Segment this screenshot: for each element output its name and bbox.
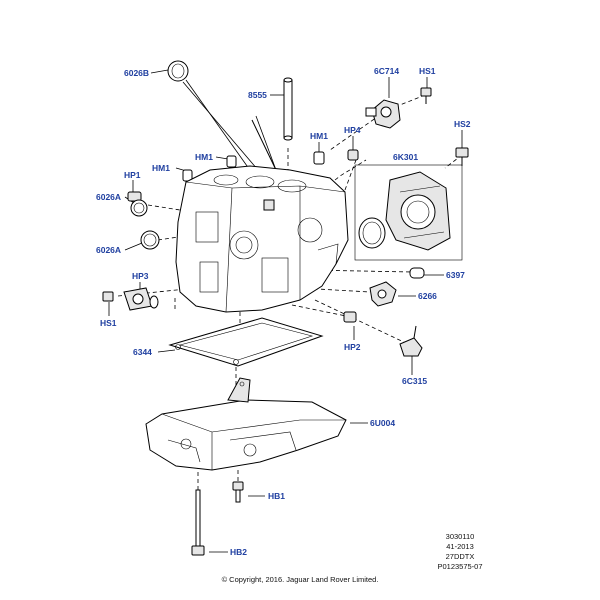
callout-HM1-mid1[interactable]: HM1 — [152, 163, 170, 173]
callout-6026A-top[interactable]: 6026A — [96, 192, 121, 202]
callout-HS2[interactable]: HS2 — [454, 119, 471, 129]
callout-6K301[interactable]: 6K301 — [393, 152, 418, 162]
drawing-reference-block: 3030110 41-2013 27DDTX P0123575-07 — [420, 532, 500, 572]
callout-HS1-top[interactable]: HS1 — [419, 66, 436, 76]
callout-HP2[interactable]: HP2 — [344, 342, 361, 352]
bolt-HS2[interactable] — [455, 147, 469, 166]
callout-6U004[interactable]: 6U004 — [370, 418, 395, 428]
cylinder-block[interactable] — [175, 165, 349, 313]
callout-HB1[interactable]: HB1 — [268, 491, 285, 501]
oil-pan-6U004[interactable] — [145, 377, 347, 471]
callout-HM1-mid2[interactable]: HM1 — [195, 152, 213, 162]
callout-HS1-left[interactable]: HS1 — [100, 318, 117, 328]
callout-HB2[interactable]: HB2 — [230, 547, 247, 557]
bolt-HS1-left[interactable] — [102, 291, 114, 302]
callout-labels: 6026B 8555 6C714 HS1 HP4 HS2 HM1 HM1 HM1… — [96, 66, 471, 557]
drawing-date-code: 41-2013 — [446, 542, 474, 551]
fitting-HP3[interactable] — [123, 287, 159, 311]
gasket-6344[interactable] — [168, 317, 324, 367]
dashed-assembly-lines — [117, 94, 463, 490]
callout-8555[interactable]: 8555 — [248, 90, 267, 100]
callout-6026A-bottom[interactable]: 6026A — [96, 245, 121, 255]
bolt-HB2[interactable] — [191, 489, 205, 556]
plug-6026B[interactable] — [167, 60, 189, 82]
callout-HP3[interactable]: HP3 — [132, 271, 149, 281]
callout-6026B[interactable]: 6026B — [124, 68, 149, 78]
tube-8555[interactable] — [283, 77, 293, 141]
sensor-6C315[interactable] — [399, 325, 423, 357]
callout-HP1[interactable]: HP1 — [124, 170, 141, 180]
housing-6C714[interactable] — [365, 99, 401, 129]
guide-rod[interactable] — [251, 119, 277, 171]
callout-6C315[interactable]: 6C315 — [402, 376, 427, 386]
dowel-HM1-mid[interactable] — [182, 155, 237, 182]
callout-6266[interactable]: 6266 — [418, 291, 437, 301]
illustration-id: P0123575-07 — [437, 562, 483, 571]
bolt-HS1-top[interactable] — [420, 87, 432, 104]
bolt-HB1[interactable] — [232, 481, 244, 503]
plug-6026A-bottom[interactable] — [140, 230, 160, 250]
copyright-notice: © Copyright, 2016. Jaguar Land Rover Lim… — [221, 575, 379, 584]
engine-code: 27DDTX — [445, 552, 475, 561]
plug-6026A-top[interactable] — [130, 199, 148, 217]
plug-6397[interactable] — [409, 267, 425, 279]
dowel-HM1-right[interactable] — [313, 151, 325, 165]
callout-6397[interactable]: 6397 — [446, 270, 465, 280]
callout-HM1-right[interactable]: HM1 — [310, 131, 328, 141]
leader-lines — [108, 69, 463, 553]
rear-seal-6K301[interactable] — [354, 164, 463, 261]
drawing-number: 3030110 — [445, 532, 475, 541]
callout-HP4[interactable]: HP4 — [344, 125, 361, 135]
sensor-6266[interactable] — [369, 281, 397, 307]
plug-HP2[interactable] — [343, 311, 357, 323]
plug-HP4[interactable] — [347, 149, 359, 161]
callout-6C714[interactable]: 6C714 — [374, 66, 399, 76]
callout-6344[interactable]: 6344 — [133, 347, 152, 357]
